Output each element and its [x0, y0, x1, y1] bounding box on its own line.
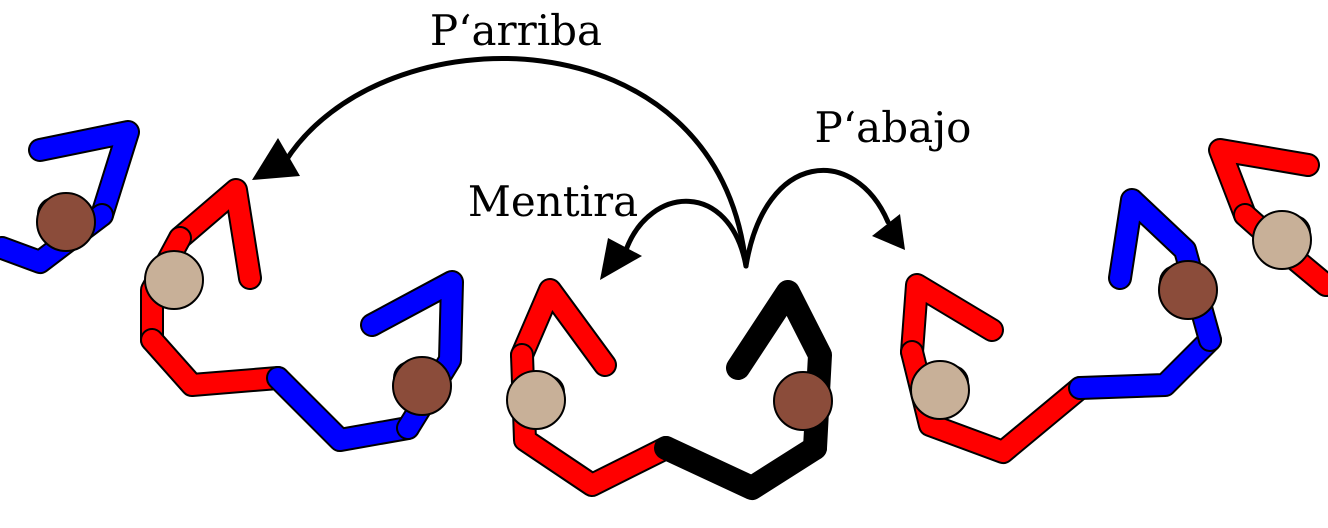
dancer-center-black-head: [773, 371, 833, 431]
dancer-left-blue-hand-join: [266, 366, 420, 452]
arrow-up-head: [252, 138, 300, 180]
dancer-left-red-head: [144, 250, 204, 310]
dancer-right-blue-hand-join: [1068, 328, 1222, 400]
label-down: P‘abajo: [815, 103, 972, 152]
dancer-left-red-forearm: [140, 328, 290, 397]
dancer-right-red-raised-arm: [900, 273, 1004, 364]
dancer-left-blue-head: [392, 356, 452, 416]
arrow-down-head: [872, 214, 905, 250]
label-lie: Mentira: [468, 177, 638, 226]
dancer-right-blue-head: [1158, 260, 1218, 320]
dancer-far-left-arm-raised: [28, 120, 140, 227]
arrows: [252, 56, 905, 280]
dancers: [0, 120, 1328, 500]
dancer-far-right-head: [1252, 210, 1312, 270]
dancer-far-right-arm-raised: [1208, 138, 1320, 227]
arrow-up-curve: [282, 56, 749, 269]
dancer-far-left-head: [36, 192, 96, 252]
label-up: P‘arriba: [430, 6, 602, 55]
dancer-center-black-hand-join: [654, 436, 827, 500]
dancer-center-red-head: [506, 370, 566, 430]
arrow-down-curve: [743, 167, 891, 269]
dancer-right-red-head: [910, 360, 970, 420]
dancer-center-red-raised-arm: [510, 278, 617, 377]
arrow-lie-head: [600, 238, 642, 280]
arrow-lie-curve: [623, 198, 749, 269]
dancer-left-red-raised-arm: [168, 178, 262, 290]
